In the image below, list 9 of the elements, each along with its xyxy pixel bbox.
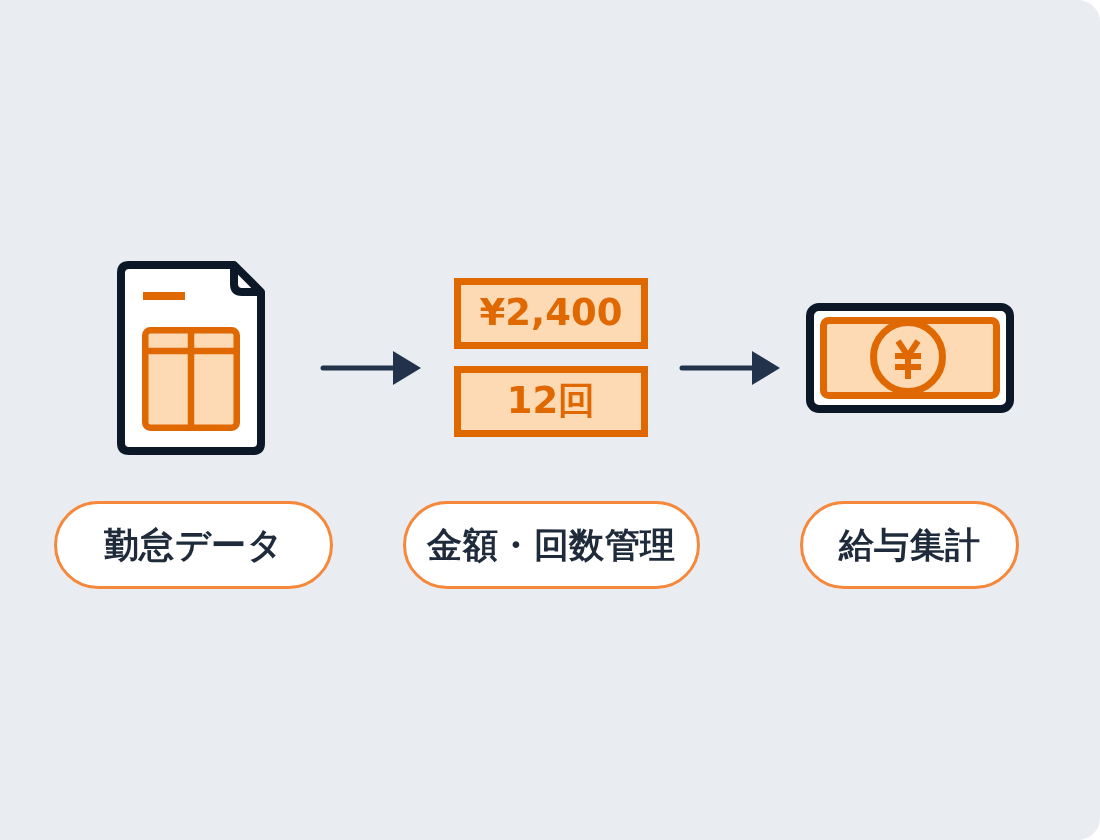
document-icon bbox=[117, 261, 265, 455]
arrow bbox=[679, 351, 780, 385]
arrow bbox=[320, 351, 421, 385]
amount-box: ¥2,400 bbox=[454, 278, 648, 349]
pill-label: 金額・回数管理 bbox=[403, 501, 700, 589]
banknote-icon bbox=[806, 303, 1014, 413]
pill-label: 給与集計 bbox=[800, 501, 1019, 589]
pill-label: 勤怠データ bbox=[54, 501, 333, 589]
count-box: 12回 bbox=[454, 366, 648, 437]
